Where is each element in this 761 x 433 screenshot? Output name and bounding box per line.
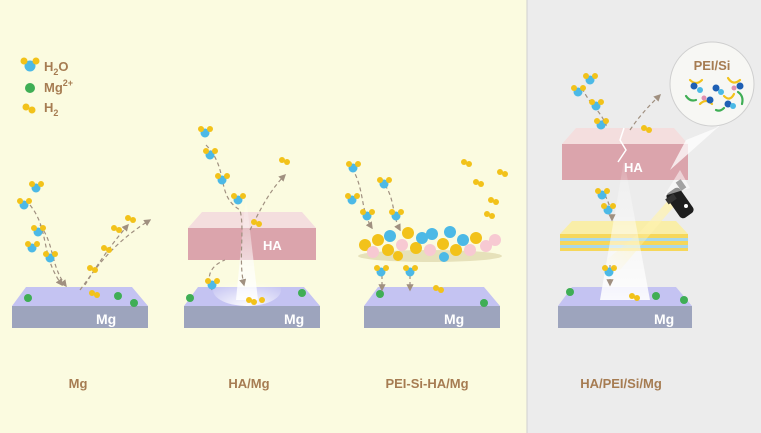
mg-ion-particles	[566, 288, 688, 304]
coating-label: HA	[624, 160, 643, 175]
h2-molecules	[246, 157, 290, 305]
legend-mg-ion-label: Mg2+	[44, 78, 73, 95]
mg-substrate: Mg	[12, 287, 148, 328]
water-paths	[351, 167, 414, 292]
substrate-label: Mg	[654, 311, 674, 327]
ha-coating: HA	[562, 128, 688, 180]
water-molecules	[198, 126, 246, 290]
nanoparticle-layer	[358, 226, 502, 262]
panel-caption: HA/PEI/Si/Mg	[580, 376, 662, 391]
panel-caption: HA/Mg	[228, 376, 269, 391]
panel-ha-pei-si-mg: Mg HA	[558, 41, 755, 391]
h2-molecules	[433, 159, 508, 293]
mg-ion-icon	[25, 83, 35, 93]
water-molecule-icon	[20, 57, 40, 72]
water-molecules	[17, 181, 58, 263]
mg-ion-particles	[376, 290, 488, 307]
pei-si-zoom-callout: PEI/Si	[664, 41, 755, 196]
zoom-label: PEI/Si	[694, 58, 731, 73]
water-paths	[29, 204, 152, 291]
si-particles	[690, 82, 744, 109]
mg-substrate: Mg	[364, 287, 500, 328]
legend-hydrogen-label: H2	[44, 100, 58, 118]
substrate-label: Mg	[444, 311, 464, 327]
panel-pei-si-ha-mg: Mg	[345, 159, 508, 391]
water-molecules	[345, 161, 418, 277]
legend-water-label: H2O	[44, 59, 69, 77]
h2-molecules	[87, 215, 136, 298]
substrate-label: Mg	[284, 311, 304, 327]
panel-caption: Mg	[69, 376, 88, 391]
mg-ion-particles	[24, 292, 138, 307]
hydrogen-molecule-icon	[22, 103, 36, 114]
h2-molecules	[629, 125, 652, 301]
panel-mg: Mg Mg	[12, 181, 152, 391]
water-molecules	[571, 73, 617, 277]
coating-label: HA	[263, 238, 282, 253]
substrate-label: Mg	[96, 311, 116, 327]
panel-caption: PEI-Si-HA/Mg	[385, 376, 468, 391]
legend: H2O Mg2+ H2	[20, 57, 73, 118]
panel-ha-mg: Mg HA	[184, 126, 320, 391]
mg-ion-particles	[186, 289, 306, 302]
